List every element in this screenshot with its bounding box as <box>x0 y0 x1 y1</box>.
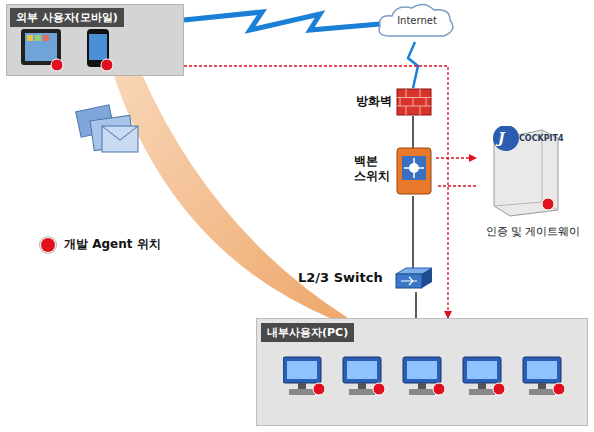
auth-gateway-server: J COCKPIT4 인증 및 게이트웨이 <box>476 108 592 248</box>
dashed-flow-arrow <box>436 157 476 158</box>
logo-text: COCKPIT4 <box>519 134 564 143</box>
network-link <box>412 116 414 148</box>
device-label: 백본 스위치 <box>354 154 394 184</box>
network-link <box>408 42 418 88</box>
legend-swatch <box>40 237 56 253</box>
internal-pc-panel: 내부사용자(PC) <box>256 318 588 426</box>
device-label: L2/3 Switch <box>298 270 383 285</box>
firewall-icon <box>396 88 432 116</box>
network-link <box>412 196 414 270</box>
backbone-switch: 백본 스위치 <box>352 142 436 200</box>
network-link <box>184 12 380 30</box>
mobile-icon <box>17 27 127 75</box>
panel-header: 내부사용자(PC) <box>261 323 354 342</box>
device-label: 방화벽 <box>356 93 392 110</box>
cloud-label: Internet <box>374 15 460 26</box>
internet-cloud: Internet <box>374 2 462 42</box>
legend-text: 개발 Agent 위치 <box>64 236 161 253</box>
backbone-icon <box>394 146 434 196</box>
network-link <box>415 292 417 318</box>
firewall: 방화벽 <box>352 86 434 118</box>
dashed-flow-arrow <box>436 185 476 186</box>
l23-icon <box>392 266 434 292</box>
pcs-icon <box>283 353 583 403</box>
dashed-flow-arrow <box>184 66 448 318</box>
message-icons <box>76 105 138 152</box>
device-label: 인증 및 게이트웨이 <box>476 224 590 239</box>
l23-switch: L2/3 Switch <box>294 262 436 296</box>
panel-header: 외부 사용자(모바일) <box>10 8 124 27</box>
mobile-user-panel: 외부 사용자(모바일) <box>6 4 184 76</box>
logo-letter: J <box>498 130 505 146</box>
